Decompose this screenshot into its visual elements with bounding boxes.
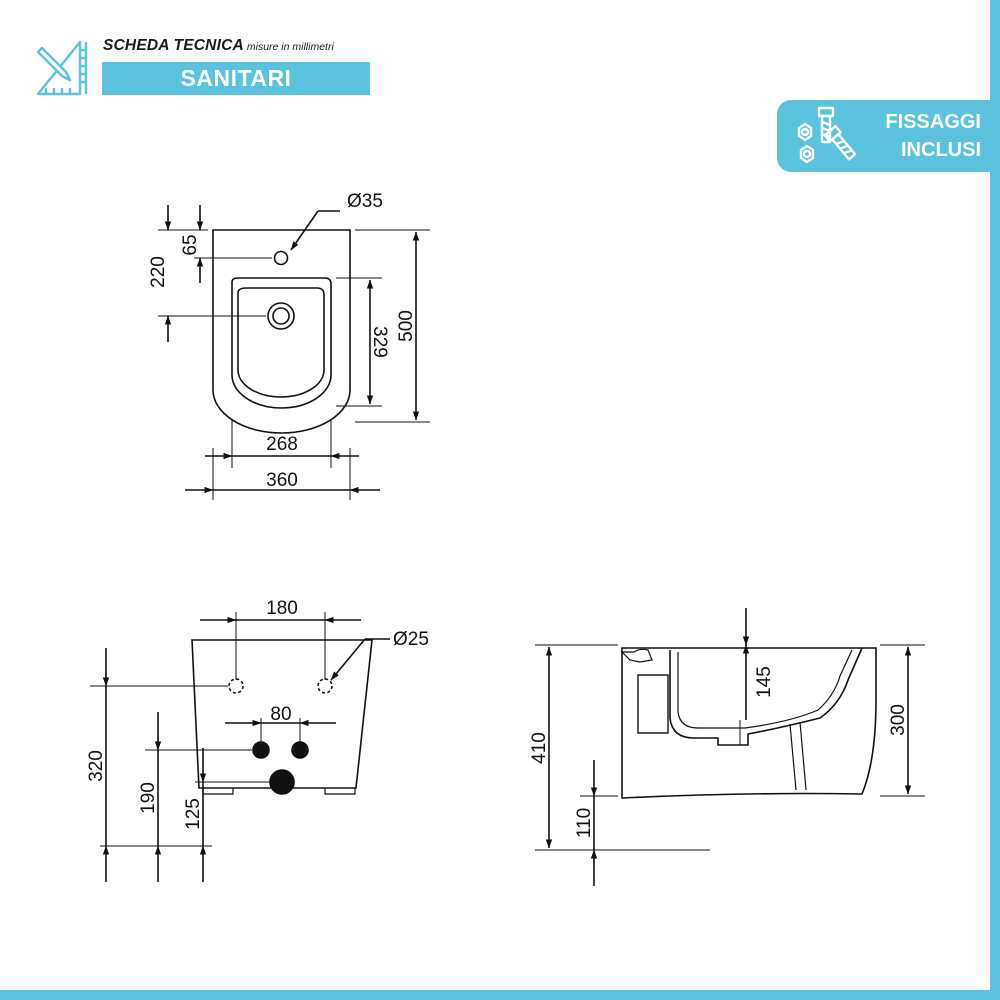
category-bar: SANITARI bbox=[102, 62, 370, 95]
fix-hole-left bbox=[228, 678, 244, 694]
label-80: 80 bbox=[270, 704, 291, 725]
side-view-bracket bbox=[637, 674, 669, 734]
back-view bbox=[90, 612, 390, 882]
ruler-pencil-icon bbox=[36, 40, 94, 96]
label-180: 180 bbox=[266, 598, 298, 619]
supply-hole-right bbox=[291, 741, 309, 759]
label-25: Ø25 bbox=[393, 629, 429, 650]
fixings-included-badge: FISSAGGI INCLUSI bbox=[777, 100, 992, 172]
header-subtitle: misure in millimetri bbox=[246, 41, 334, 53]
frame-bottom-border bbox=[0, 990, 1000, 1000]
drain-hole-inner bbox=[272, 307, 290, 325]
side-view-bowl-outer bbox=[669, 647, 863, 746]
label-145: 145 bbox=[754, 666, 775, 698]
label-220: 220 bbox=[148, 256, 169, 288]
badge-line-1: FISSAGGI bbox=[885, 111, 981, 133]
side-view bbox=[535, 608, 925, 886]
top-view-bowl-inner bbox=[237, 287, 325, 398]
side-view-bowl-inner bbox=[677, 649, 853, 729]
side-view-rim bbox=[620, 648, 653, 663]
drain-hole-outer bbox=[267, 302, 295, 330]
drain-outlet bbox=[269, 769, 295, 795]
supply-hole-left bbox=[252, 741, 270, 759]
header-title-text: SCHEDA TECNICA bbox=[103, 37, 244, 54]
fix-hole-right bbox=[317, 678, 333, 694]
label-65: 65 bbox=[180, 234, 201, 255]
side-view-outline bbox=[621, 647, 877, 799]
top-view-labels: Ø35 65 220 500 329 268 360 bbox=[148, 191, 417, 491]
side-view-labels: 145 410 300 110 bbox=[529, 666, 909, 838]
top-view-outline bbox=[212, 229, 351, 434]
back-view-labels: 180 Ø25 80 320 190 125 bbox=[86, 598, 429, 830]
label-35: Ø35 bbox=[347, 191, 383, 212]
label-360: 360 bbox=[266, 470, 298, 491]
label-110: 110 bbox=[574, 808, 595, 838]
label-410: 410 bbox=[529, 732, 550, 764]
badge-line-2: INCLUSI bbox=[901, 139, 981, 161]
label-300: 300 bbox=[888, 704, 909, 736]
screws-nuts-icon bbox=[793, 106, 859, 166]
tap-hole bbox=[273, 250, 289, 266]
label-500: 500 bbox=[396, 310, 417, 342]
label-190: 190 bbox=[138, 782, 159, 814]
top-view-bowl-outer bbox=[231, 277, 332, 409]
frame-right-border bbox=[990, 0, 1000, 1000]
label-268: 268 bbox=[266, 434, 298, 455]
back-view-outline bbox=[191, 639, 373, 789]
side-view-trap bbox=[789, 721, 807, 791]
label-125: 125 bbox=[183, 798, 204, 830]
label-329: 329 bbox=[369, 326, 390, 358]
label-320: 320 bbox=[86, 750, 107, 782]
top-view bbox=[158, 205, 430, 500]
badge-text: FISSAGGI INCLUSI bbox=[863, 108, 981, 164]
